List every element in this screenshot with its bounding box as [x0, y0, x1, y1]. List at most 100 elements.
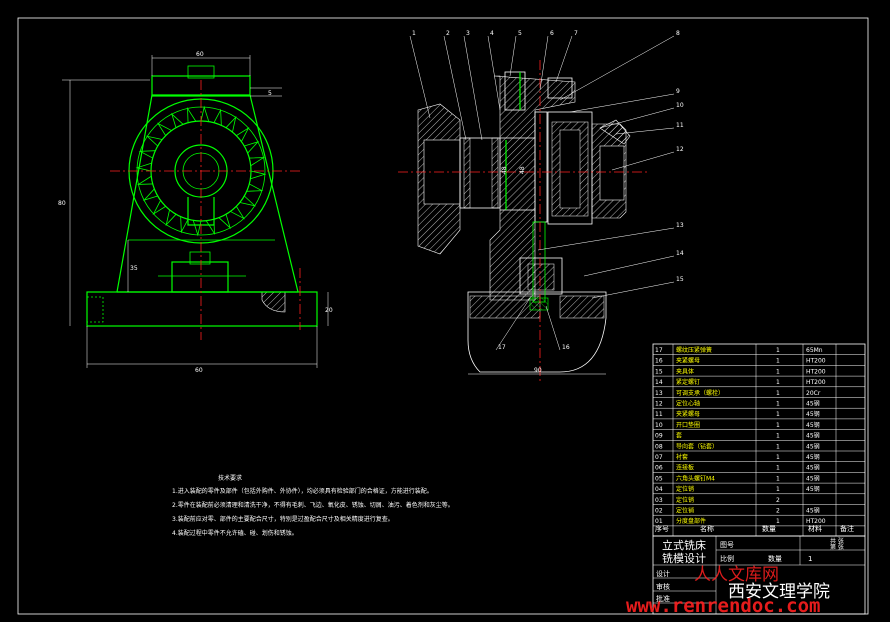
- leader-line: [559, 35, 675, 101]
- bom-cell: 衬套: [676, 453, 688, 461]
- bom-cell: 1: [776, 411, 780, 418]
- bom-cell: 13: [655, 390, 663, 397]
- bom-cell: 45钢: [806, 400, 820, 408]
- note-2: 第 张: [830, 543, 844, 551]
- bom-cell: 45钢: [806, 432, 820, 440]
- leader-line: [539, 35, 549, 91]
- design-label: 设计: [656, 569, 670, 578]
- bom-cell: 1: [776, 358, 780, 365]
- bom-cell: 2: [776, 497, 780, 504]
- bom-cell: 1: [776, 368, 780, 375]
- dim-top-width: 60: [196, 51, 204, 58]
- bom-cell: 导向套（钻套）: [676, 442, 718, 450]
- bom-cell: 03: [655, 497, 663, 504]
- lower-base: [467, 291, 607, 373]
- bom-cell: 07: [655, 454, 663, 461]
- gear-tooth: [180, 216, 189, 234]
- drawing-no-label: 图号: [720, 541, 734, 549]
- bom-cell: 定位销: [676, 507, 694, 515]
- balloon-label: 14: [676, 250, 684, 257]
- bom-cell: 06: [655, 465, 663, 472]
- tech-req-item-3: 3.装配前应对零、部件的主要配合尺寸，特别是过盈配合尺寸及相关精度进行复查。: [172, 515, 394, 523]
- bom-header-no: 序号: [655, 524, 669, 533]
- tech-req-title: 技术要求: [218, 474, 242, 482]
- dim-right-width: 90: [534, 367, 542, 374]
- gear-tooth: [246, 183, 264, 192]
- leader-line: [599, 107, 675, 129]
- school-name: 西安文理学院: [728, 582, 830, 602]
- bom-cell: 1: [776, 465, 780, 472]
- dim-bore-1: 48: [501, 166, 508, 174]
- balloon-label: 9: [676, 88, 680, 95]
- balloon-label: 2: [446, 30, 450, 37]
- bom-cell: 14: [655, 379, 663, 386]
- dim-key-height: 5: [268, 90, 272, 97]
- leader-line: [615, 127, 675, 135]
- sheet-border: [17, 17, 869, 615]
- gear-tooth: [225, 115, 237, 133]
- gear-tooth: [250, 170, 267, 180]
- balloon-label: 13: [676, 222, 684, 229]
- mandrel-end: [599, 145, 625, 201]
- top-block: [151, 75, 251, 97]
- bom-cell: 1: [776, 379, 780, 386]
- bom-cell: 定位销: [676, 485, 694, 493]
- gear-tooth: [170, 112, 184, 128]
- gear-tooth: [205, 219, 215, 236]
- bom-cell: 17: [655, 347, 663, 354]
- bom-cell: HT200: [806, 379, 826, 386]
- bom-cell: 开口垫圈: [676, 421, 700, 429]
- bom-cell: 2: [776, 508, 780, 515]
- gear-tooth: [135, 162, 152, 172]
- leader-line: [463, 35, 483, 141]
- bom-cell: 45钢: [806, 485, 820, 493]
- check-label: 审核: [656, 582, 670, 591]
- bom-cell: 45钢: [806, 410, 820, 418]
- bom-cell: 紧定螺钉: [676, 378, 700, 386]
- leader-line: [545, 305, 561, 351]
- balloon-label: 7: [574, 30, 578, 37]
- balloon-label: 5: [518, 30, 522, 37]
- bom-cell: 1: [776, 347, 780, 354]
- balloon-label: 15: [676, 276, 684, 283]
- gear-tooth: [187, 106, 197, 123]
- bom-header-note: 备注: [840, 524, 854, 533]
- bom-cell: 08: [655, 443, 663, 450]
- note-1: 共 张: [830, 537, 844, 545]
- bom-cell: 1: [776, 486, 780, 493]
- bom-cell: 04: [655, 486, 663, 493]
- bom-cell: 1: [776, 390, 780, 397]
- title-line-1: 立式铣床: [662, 538, 706, 552]
- sheets-label: 数量: [768, 554, 782, 563]
- gear-tooth: [249, 157, 266, 167]
- leader-line: [509, 35, 517, 77]
- bom-cell: 夹紧螺母: [676, 410, 700, 418]
- bom-cell: 45钢: [806, 421, 820, 429]
- gear-tooth: [192, 220, 202, 237]
- balloon-label: 10: [676, 102, 684, 109]
- front-view: 60 5 80 35 20 60: [58, 51, 333, 374]
- gear-tooth: [239, 195, 257, 207]
- bom-cell: 02: [655, 508, 663, 515]
- leader-line: [611, 151, 675, 171]
- bom-cell: 20Cr: [806, 390, 821, 397]
- bom-cell: 连接板: [676, 464, 694, 472]
- lower-boss: [171, 261, 229, 293]
- gear-tooth: [145, 135, 163, 147]
- bom-cell: 45钢: [806, 453, 820, 461]
- bom-cell: 45钢: [806, 474, 820, 482]
- gear-tooth: [138, 150, 156, 159]
- leader-line: [591, 281, 675, 299]
- bom-cell: 09: [655, 433, 663, 440]
- gear-tooth: [236, 126, 250, 142]
- gear-tooth: [152, 200, 166, 216]
- gear-tooth: [230, 206, 246, 220]
- leader-line: [443, 35, 467, 141]
- leader-line: [409, 35, 431, 119]
- bom-cell: 1: [776, 454, 780, 461]
- title-block: 立式铣床 铣模设计 图号 比例 数量 1 共 张 第 张 设计 审核 批准 西安…: [652, 535, 866, 615]
- bom-cell: 定位心轴: [676, 400, 700, 408]
- leader-line: [583, 255, 675, 277]
